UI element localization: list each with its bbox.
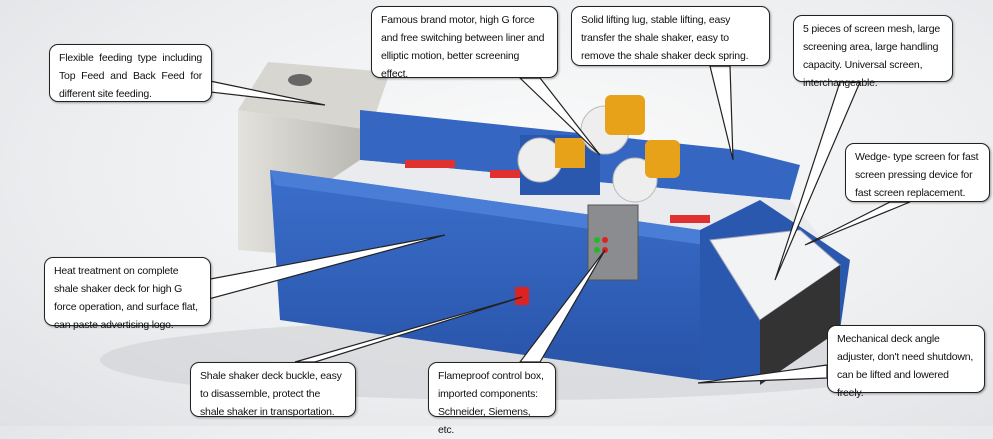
callout-lifting-lug: Solid lifting lug, stable lifting, easy …	[571, 6, 770, 66]
callout-pointers	[204, 65, 911, 384]
deck-buckle	[515, 287, 529, 305]
discharge-lip	[760, 265, 840, 385]
callout-screen-mesh: 5 pieces of screen mesh, large screening…	[793, 15, 953, 89]
vibrator-motors	[517, 95, 680, 203]
callout-feeding: Flexible feeding type including Top Feed…	[49, 44, 212, 102]
callout-angle-adjuster: Mechanical deck angle adjuster, don't ne…	[827, 325, 985, 399]
callout-control-box: Flameproof control box, imported compone…	[428, 362, 556, 436]
control-box	[587, 204, 639, 281]
callout-wedge-screen: Wedge- type screen for fast screen press…	[845, 143, 990, 202]
callout-deck-buckle: Shale shaker deck buckle, easy to disass…	[190, 362, 356, 418]
callout-motor: Famous brand motor, high G force and fre…	[371, 6, 558, 80]
callout-heat-treatment: Heat treatment on complete shale shaker …	[44, 257, 211, 331]
